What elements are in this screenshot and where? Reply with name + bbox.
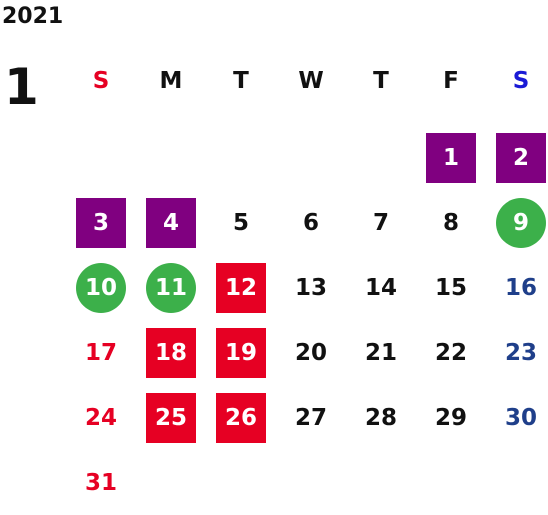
day-number: 23 (504, 339, 537, 366)
weekday-header-monday: M (159, 68, 183, 94)
day-cell[interactable]: 14 (346, 255, 416, 320)
day-number: 29 (434, 404, 467, 431)
day-cell[interactable]: 29 (416, 385, 486, 450)
day-cell[interactable]: 21 (346, 320, 416, 385)
weekday-header-sunday: S (92, 68, 110, 94)
day-cell[interactable]: 5 (206, 190, 276, 255)
day-cell[interactable]: 11 (136, 255, 206, 320)
day-cell[interactable]: 8 (416, 190, 486, 255)
day-cell[interactable]: 17 (66, 320, 136, 385)
day-number: 2 (496, 132, 546, 183)
day-number: 8 (442, 209, 459, 236)
weekday-header-saturday: S (512, 68, 530, 94)
day-number: 9 (496, 197, 546, 248)
day-cell[interactable]: 7 (346, 190, 416, 255)
day-number: 27 (294, 404, 327, 431)
empty-day-cell (416, 450, 486, 515)
day-cell[interactable]: 23 (486, 320, 548, 385)
day-cell[interactable]: 3 (66, 190, 136, 255)
weekday-header-tuesday: T (233, 68, 249, 94)
empty-day-cell (486, 450, 548, 515)
day-cell[interactable]: 10 (66, 255, 136, 320)
day-cell[interactable]: 16 (486, 255, 548, 320)
day-cell[interactable]: 28 (346, 385, 416, 450)
empty-day-cell (276, 450, 346, 515)
day-cell[interactable]: 19 (206, 320, 276, 385)
empty-day-cell (346, 450, 416, 515)
day-number: 18 (146, 327, 196, 378)
day-number: 30 (504, 404, 537, 431)
day-number: 10 (76, 262, 126, 313)
day-number: 20 (294, 339, 327, 366)
empty-day-cell (346, 125, 416, 190)
day-cell[interactable]: 26 (206, 385, 276, 450)
empty-day-cell (206, 450, 276, 515)
day-number: 16 (504, 274, 537, 301)
day-cell[interactable]: 24 (66, 385, 136, 450)
day-cell[interactable]: 2 (486, 125, 548, 190)
day-number: 3 (76, 197, 126, 248)
empty-day-cell (136, 450, 206, 515)
empty-day-cell (66, 125, 136, 190)
day-cell[interactable]: 4 (136, 190, 206, 255)
day-cell[interactable]: 15 (416, 255, 486, 320)
day-number: 1 (426, 132, 476, 183)
day-number: 4 (146, 197, 196, 248)
day-number: 26 (216, 392, 266, 443)
day-cell[interactable]: 1 (416, 125, 486, 190)
day-cell[interactable]: 9 (486, 190, 548, 255)
day-cell[interactable]: 20 (276, 320, 346, 385)
day-number: 28 (364, 404, 397, 431)
weekday-header-wednesday: W (298, 68, 324, 94)
day-cell[interactable]: 13 (276, 255, 346, 320)
day-cell[interactable]: 12 (206, 255, 276, 320)
day-number: 13 (294, 274, 327, 301)
day-number: 17 (84, 339, 117, 366)
day-number: 19 (216, 327, 266, 378)
day-number: 12 (216, 262, 266, 313)
day-cell[interactable]: 27 (276, 385, 346, 450)
day-cell[interactable]: 22 (416, 320, 486, 385)
day-number: 5 (232, 209, 249, 236)
day-cell[interactable]: 30 (486, 385, 548, 450)
day-number: 21 (364, 339, 397, 366)
weekday-header-friday: F (443, 68, 459, 94)
day-cell[interactable]: 18 (136, 320, 206, 385)
day-number: 6 (302, 209, 319, 236)
day-number: 22 (434, 339, 467, 366)
empty-day-cell (206, 125, 276, 190)
day-number: 7 (372, 209, 389, 236)
empty-day-cell (276, 125, 346, 190)
day-number: 25 (146, 392, 196, 443)
day-cell[interactable]: 25 (136, 385, 206, 450)
day-cell[interactable]: 6 (276, 190, 346, 255)
day-number: 24 (84, 404, 117, 431)
day-cell[interactable]: 31 (66, 450, 136, 515)
weekday-header-thursday: T (373, 68, 389, 94)
day-number: 11 (146, 262, 196, 313)
month-number: 1 (4, 58, 39, 116)
day-number: 14 (364, 274, 397, 301)
day-number: 31 (84, 469, 117, 496)
empty-day-cell (136, 125, 206, 190)
day-number: 15 (434, 274, 467, 301)
year-label: 2021 (2, 4, 64, 29)
